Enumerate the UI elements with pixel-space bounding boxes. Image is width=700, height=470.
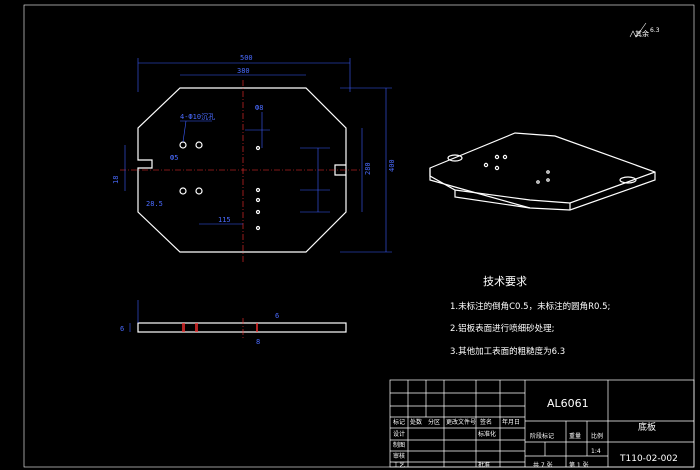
- dim-hole-label: 4-Ф10沉孔: [180, 113, 215, 121]
- tb-label-design: 设计: [393, 430, 405, 438]
- tb-label-approve: 批准: [478, 461, 490, 469]
- dim-height-outer: 400: [388, 159, 396, 172]
- tb-label-count: 处数: [410, 418, 422, 426]
- tech-title: 技术要求: [483, 275, 527, 288]
- tb-label-process: 工艺: [393, 461, 405, 469]
- tb-label-change: 更改文件号: [446, 418, 476, 426]
- isometric-view: [429, 132, 656, 211]
- sheet-frame: [23, 4, 695, 468]
- tb-scale-value: 1:4: [591, 448, 601, 455]
- tb-stage: 阶段标记: [530, 432, 554, 440]
- dim-d5: 18: [112, 176, 120, 184]
- tech-note-2: 2.铝板表面进行喷细砂处理;: [450, 323, 554, 334]
- roughness-symbol-icon: [629, 22, 647, 38]
- tb-material: AL6061: [547, 397, 589, 410]
- tb-sheets-total: 共 7 张: [533, 461, 553, 469]
- dim-width-inner: 380: [237, 67, 250, 75]
- plan-view: 500 380 400 280 4-Ф10沉孔 Ф5 Ф8: [112, 54, 396, 262]
- tb-scale-label: 比例: [591, 432, 603, 440]
- tb-part-name: 底板: [638, 421, 656, 433]
- tech-note-1: 1.未标注的倒角C0.5，未标注的圆角R0.5;: [450, 301, 610, 312]
- dim-side-b: 8: [256, 338, 260, 346]
- tb-label-check: 审核: [393, 452, 405, 460]
- title-block: 标记 处数 分区 更改文件号 签名 年月日 设计 制图 审核 工艺 标准化 批准…: [389, 379, 695, 469]
- tb-label-date: 年月日: [502, 418, 520, 426]
- tb-label-mark: 标记: [393, 418, 405, 426]
- dim-width-outer: 500: [240, 54, 253, 62]
- tb-label-std: 标准化: [478, 430, 496, 438]
- roughness-label: 其余: [635, 29, 649, 38]
- dim-height-inner: 280: [364, 162, 372, 175]
- dim-side-a: 6: [275, 312, 279, 320]
- roughness-value: 6.3: [650, 27, 660, 34]
- dim-d2: Ф8: [255, 104, 263, 112]
- dim-d3: 115: [218, 216, 231, 224]
- dim-d1: Ф5: [170, 154, 178, 162]
- tb-label-sign: 签名: [480, 418, 492, 426]
- plate-outline: [137, 87, 347, 253]
- side-view: 6 6 8: [120, 300, 347, 346]
- tb-sheet-no: 第 1 张: [569, 461, 589, 469]
- tb-label-zone: 分区: [428, 418, 440, 426]
- dim-d4: 28.5: [146, 200, 163, 208]
- tb-weight: 重量: [569, 432, 581, 440]
- tb-drawing-no: T110-02-002: [619, 454, 678, 464]
- dim-side-thick: 6: [120, 325, 124, 333]
- tb-label-draw: 制图: [393, 441, 405, 449]
- tech-note-3: 3.其他加工表面的粗糙度为6.3: [450, 346, 565, 357]
